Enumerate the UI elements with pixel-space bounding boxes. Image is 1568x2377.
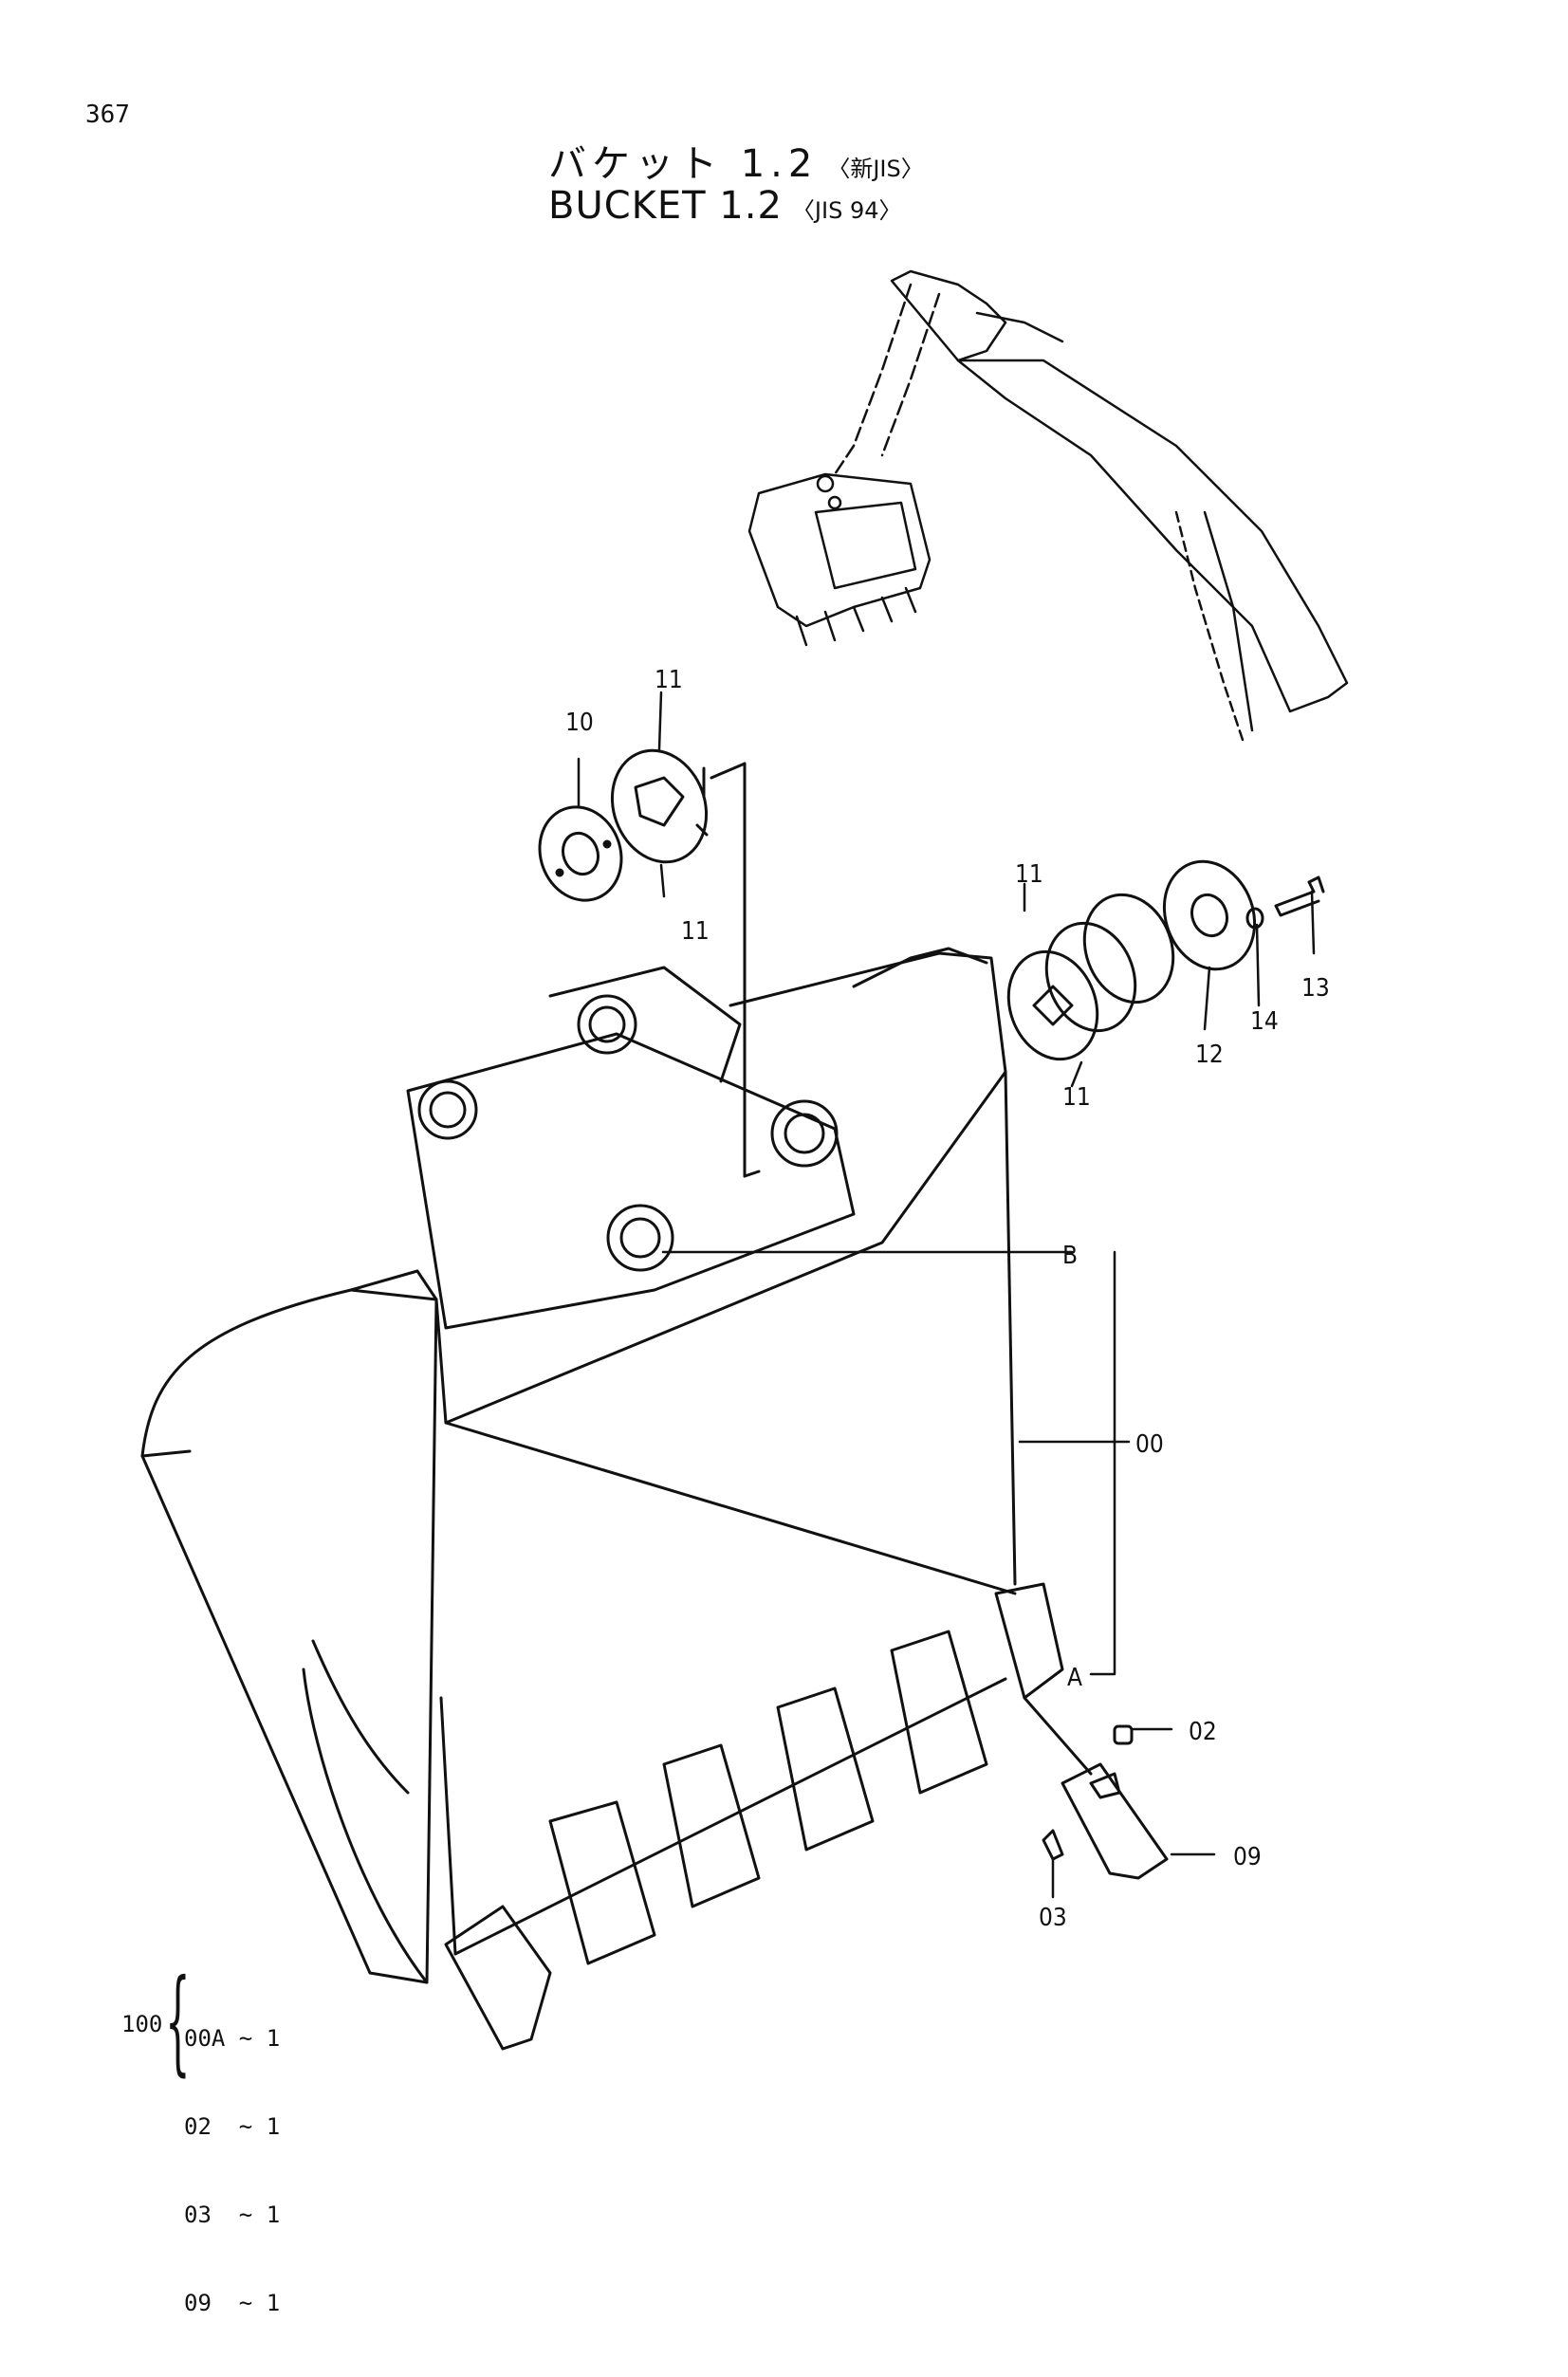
excavator-arm-inset <box>747 269 1349 742</box>
callout-02: 02 <box>1189 1718 1217 1746</box>
callout-11-right-top: 11 <box>1015 860 1043 889</box>
kit-item: 03 ~ 1 <box>184 2202 281 2228</box>
callout-leaders <box>577 691 1316 1899</box>
kit-number: 100 <box>121 2011 163 2037</box>
title-jp-sub: 〈新JIS〉 <box>827 156 924 182</box>
washer-group-right <box>1006 859 1325 1061</box>
callout-A: A <box>1067 1664 1082 1692</box>
page-number: 367 <box>85 101 130 129</box>
title-en-sub: 〈JIS 94〉 <box>791 197 902 224</box>
title-jp-main: バケット 1.2 <box>548 142 819 186</box>
callout-00: 00 <box>1135 1430 1164 1459</box>
bucket-teeth <box>444 1582 1064 2051</box>
parts-diagram: 10 11 11 11 11 12 13 14 B 00 A 02 09 03 <box>140 269 1349 2051</box>
kit-item-list: 00A ~ 1 02 ~ 1 03 ~ 1 09 ~ 1 <box>184 1965 280 2377</box>
callout-13: 13 <box>1301 974 1330 1003</box>
title-japanese: バケット 1.2 〈新JIS〉 <box>548 133 924 188</box>
bucket-body <box>140 947 1017 1984</box>
title-english: BUCKET 1.2 〈JIS 94〉 <box>548 184 901 228</box>
callout-10: 10 <box>565 709 594 737</box>
shim-leader-line <box>743 1170 761 1178</box>
tooth-detail <box>1023 1696 1169 1880</box>
kit-brace: { <box>165 1956 191 2088</box>
callout-11-right-bottom: 11 <box>1062 1083 1091 1112</box>
callout-12: 12 <box>1195 1041 1224 1069</box>
kit-item: 09 ~ 1 <box>184 2290 281 2316</box>
kit-item: 00A ~ 1 <box>184 2025 281 2052</box>
washer-group-left <box>538 748 709 902</box>
callout-14: 14 <box>1250 1007 1279 1036</box>
shim-leader-line <box>710 762 747 780</box>
callout-11-left-bottom: 11 <box>681 917 710 946</box>
kit-item: 02 ~ 1 <box>184 2113 281 2140</box>
callout-11-top: 11 <box>655 666 683 694</box>
callout-09: 09 <box>1233 1843 1262 1871</box>
callout-B: B <box>1062 1242 1078 1270</box>
callout-03: 03 <box>1039 1904 1067 1932</box>
title-en-main: BUCKET 1.2 <box>548 184 783 228</box>
